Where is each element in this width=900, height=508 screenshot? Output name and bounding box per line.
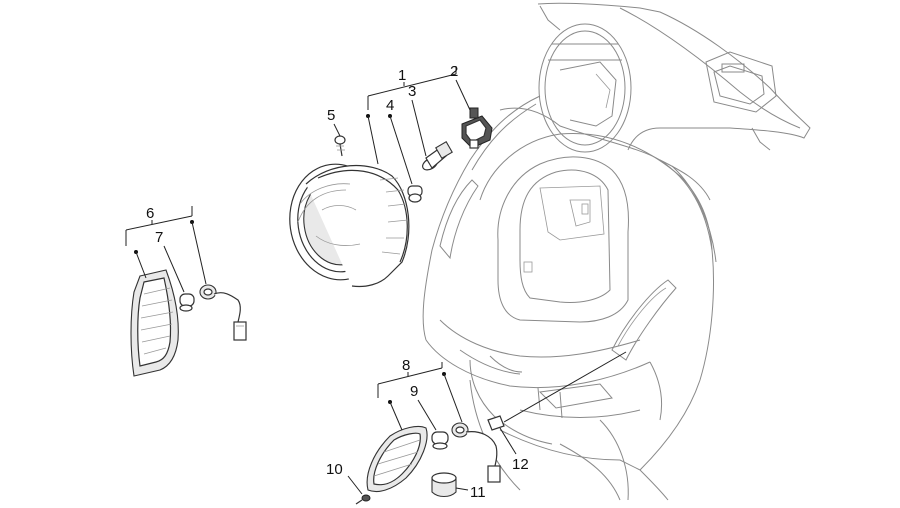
halogen-bulb bbox=[422, 141, 453, 171]
left-indicator-socket-cable bbox=[199, 284, 247, 341]
left-turn-indicator-assembly bbox=[130, 269, 247, 377]
callout-8: 8 bbox=[402, 357, 410, 374]
left-indicator-bulb bbox=[179, 293, 195, 312]
rubber-grommet bbox=[431, 472, 457, 498]
callout-7: 7 bbox=[155, 229, 163, 246]
headlight-unit bbox=[289, 163, 410, 288]
right-indicator-bulb bbox=[431, 431, 449, 450]
indicator-bracket bbox=[487, 415, 505, 431]
parking-bulb bbox=[407, 185, 423, 203]
indicator-screw bbox=[355, 494, 371, 505]
callout-11: 11 bbox=[470, 484, 486, 501]
callout-labels: 1 2 3 4 5 6 7 8 9 10 11 12 bbox=[146, 63, 529, 501]
callout-3: 3 bbox=[408, 83, 416, 100]
left-indicator-lens bbox=[130, 269, 179, 377]
callout-10: 10 bbox=[326, 461, 343, 478]
headlight-assembly bbox=[289, 107, 493, 288]
headlight-socket bbox=[461, 107, 493, 149]
right-turn-indicator-assembly bbox=[355, 415, 505, 505]
callout-4: 4 bbox=[386, 97, 394, 114]
right-indicator-socket-cable bbox=[451, 422, 501, 483]
callout-1: 1 bbox=[398, 67, 406, 84]
callout-9: 9 bbox=[410, 383, 418, 400]
right-indicator-lens bbox=[366, 425, 428, 493]
scooter-front-body bbox=[422, 2, 811, 501]
callout-2: 2 bbox=[450, 63, 458, 80]
leader-lines bbox=[125, 66, 627, 495]
callout-5: 5 bbox=[327, 107, 335, 124]
callout-6: 6 bbox=[146, 205, 154, 222]
callout-12: 12 bbox=[512, 456, 529, 473]
headlight-screw bbox=[334, 135, 346, 157]
